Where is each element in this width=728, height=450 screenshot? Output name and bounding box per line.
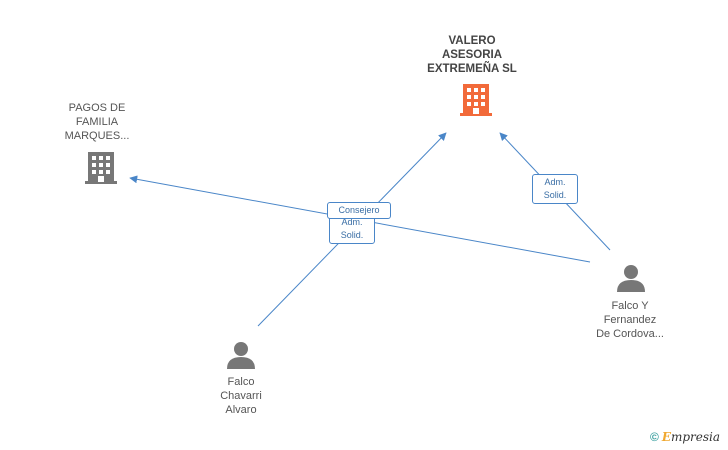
label-line: FAMILIA <box>75 116 119 128</box>
label-line: Chavarri <box>220 390 262 402</box>
node-label-falco-chavarri[interactable]: Falco Chavarri Alvaro <box>196 375 286 417</box>
person-icon[interactable] <box>617 265 645 292</box>
edge-label-adm-solid-right[interactable]: Adm. Solid. <box>532 174 578 204</box>
edge-label-line: Adm. <box>341 217 363 227</box>
edge-label-consejero[interactable]: Consejero <box>327 202 391 219</box>
label-line: PAGOS DE <box>68 102 126 114</box>
empresia-watermark: ©Empresia <box>650 430 720 444</box>
node-label-valero[interactable]: VALERO ASESORIA EXTREMEÑA SL <box>412 34 532 76</box>
label-line: De Cordova... <box>596 328 664 340</box>
building-windows <box>467 88 485 114</box>
brand-name: Empresia <box>661 430 721 444</box>
label-line: MARQUES... <box>64 130 130 142</box>
edge-label-line: Solid. <box>340 230 364 240</box>
building-windows <box>92 156 110 182</box>
node-label-falco-fernandez[interactable]: Falco Y Fernandez De Cordova... <box>580 299 680 341</box>
person-icon[interactable] <box>227 342 255 369</box>
label-line: VALERO <box>448 35 496 47</box>
node-label-pagos[interactable]: PAGOS DE FAMILIA MARQUES... <box>52 101 142 143</box>
copyright-symbol: © <box>650 430 659 444</box>
edge-label-line: Adm. <box>544 177 566 187</box>
label-line: Falco <box>227 376 255 388</box>
label-line: Falco Y <box>611 300 649 312</box>
edge-label-line: Consejero <box>338 205 380 215</box>
label-line: Fernandez <box>603 314 657 326</box>
label-line: EXTREMEÑA SL <box>427 63 517 75</box>
label-line: Alvaro <box>225 404 257 416</box>
label-line: ASESORIA <box>441 49 503 61</box>
edge-label-line: Solid. <box>543 190 567 200</box>
